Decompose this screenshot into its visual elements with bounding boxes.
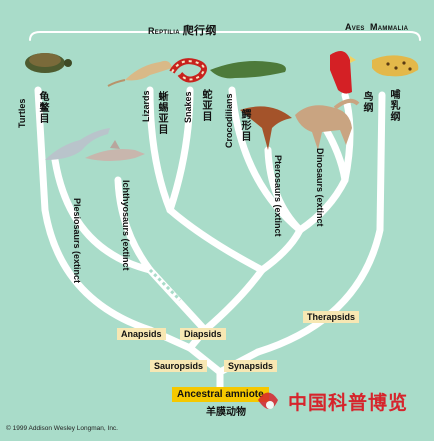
branch-therapsids <box>254 91 386 356</box>
snake-illustration <box>169 58 207 83</box>
branch-lizards <box>146 86 174 214</box>
branch-dinosaur-line <box>296 176 349 234</box>
lizard-illustration <box>107 60 172 87</box>
branch-turtles <box>34 86 154 334</box>
label-lizards-cn: 蜥蜴亚目 <box>158 92 169 136</box>
turtle-illustration <box>25 53 72 73</box>
clade-diapsids: Diapsids <box>180 328 226 340</box>
label-crocodilians-cn: 鳄形目 <box>241 110 252 143</box>
crocodile-illustration <box>210 61 286 79</box>
dinosaur-illustration <box>295 98 360 150</box>
label-snakes-cn: 蛇亚目 <box>202 90 213 123</box>
label-aves-cn: 鸟纲 <box>363 92 374 114</box>
aves-header: Aves <box>345 22 365 32</box>
branch-diapsid-main <box>201 266 266 334</box>
clade-anapsids: Anapsids <box>117 328 166 340</box>
pterosaur-illustration <box>240 106 292 150</box>
label-turtles-cn: 龟鳖目 <box>39 92 50 125</box>
label-mammalia-cn: 哺乳纲 <box>390 90 401 123</box>
reptilia-header-cn: 爬行纲 <box>182 25 217 37</box>
clade-synapsids: Synapsids <box>224 360 278 372</box>
leopard-illustration <box>372 55 419 77</box>
branch-plesiosaurs <box>51 156 154 274</box>
clade-therapsids: Therapsids <box>303 311 360 323</box>
clade-ancestral-amniote-cn: 羊膜动物 <box>206 407 246 418</box>
watermark-text: 中国科普博览 <box>288 392 409 414</box>
copyright-notice: © 1999 Addison Wesley Longman, Inc. <box>6 425 118 432</box>
ichthyosaur-illustration <box>85 140 145 161</box>
clade-ancestral-amniote: Ancestral amniote <box>172 387 269 402</box>
plesiosaur-illustration <box>45 128 110 160</box>
reptilia-bracket <box>29 31 421 41</box>
branch-archosaurs <box>258 226 304 274</box>
mammalia-header: Mammalia <box>370 22 409 32</box>
branch-snakes <box>166 86 194 214</box>
branch-ichthyosaurs <box>114 176 154 274</box>
parrot-illustration <box>330 51 356 94</box>
reptilia-header: Reptilia 爬行纲 <box>148 25 217 37</box>
branch-pterosaurs <box>264 146 304 234</box>
clade-sauropsids: Sauropsids <box>150 360 208 372</box>
branch-lepidosaurs <box>166 206 266 274</box>
